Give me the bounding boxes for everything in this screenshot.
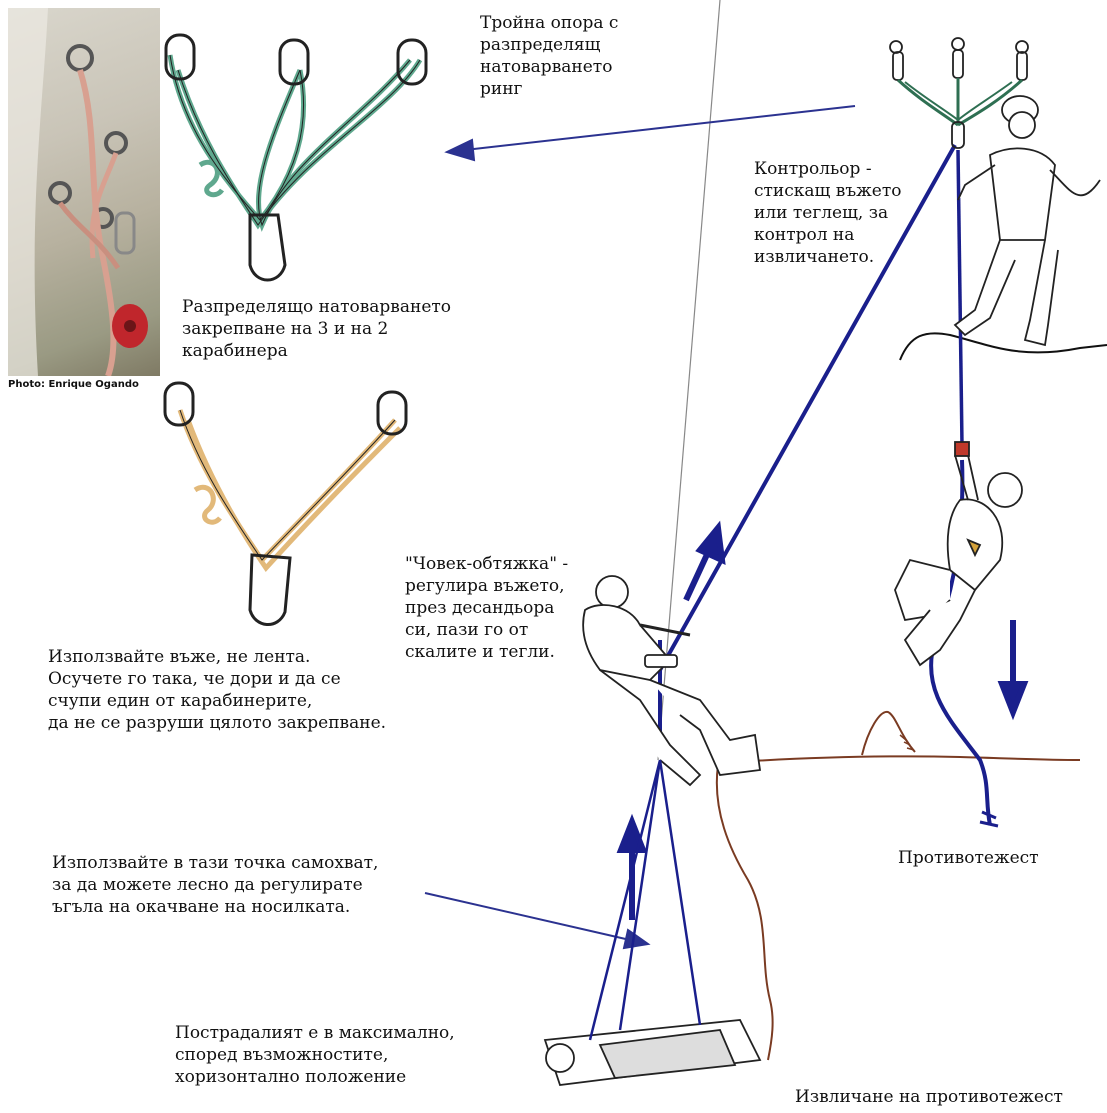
label-ascender: Използвайте в тази точка самохват, за да… [52,852,378,918]
footer-caption: Извличане на противотежест [795,1086,1063,1108]
label-tensioner: "Човек-обтяжка" - регулира въжето, през … [405,553,568,663]
ascending-figure-icon [895,442,1022,665]
label-distributing-anchor: Разпределящо натоварването закрепване на… [182,296,451,362]
photo-credit: Photo: Enrique Ogando [8,379,139,390]
label-use-rope: Използвайте въже, не лента. Осучете го т… [48,646,386,734]
label-triple-anchor: Тройна опора с разпределящ натоварването… [480,12,618,100]
arrow-to-anchor [465,106,855,150]
label-controller: Контрольор - стискащ въжето или теглещ, … [754,158,901,268]
two-carabiner-anchor-icon [165,383,406,625]
cliff-face [717,765,773,1060]
triple-anchor-icon [890,38,1028,148]
lower-ledge [735,756,1080,762]
anchor-photo [8,8,160,376]
arrow-to-ascender [425,893,630,940]
controller-figure-icon [955,96,1100,345]
tensioner-figure-icon [583,576,760,785]
label-victim: Пострадалият е в максимално, според възм… [175,1022,455,1088]
three-carabiner-anchor-icon [166,35,426,280]
upper-ledge [900,333,1107,360]
casualty-stretcher-icon [545,760,760,1085]
guide-line [658,0,720,760]
label-counterweight: Противотежест [898,847,1039,869]
